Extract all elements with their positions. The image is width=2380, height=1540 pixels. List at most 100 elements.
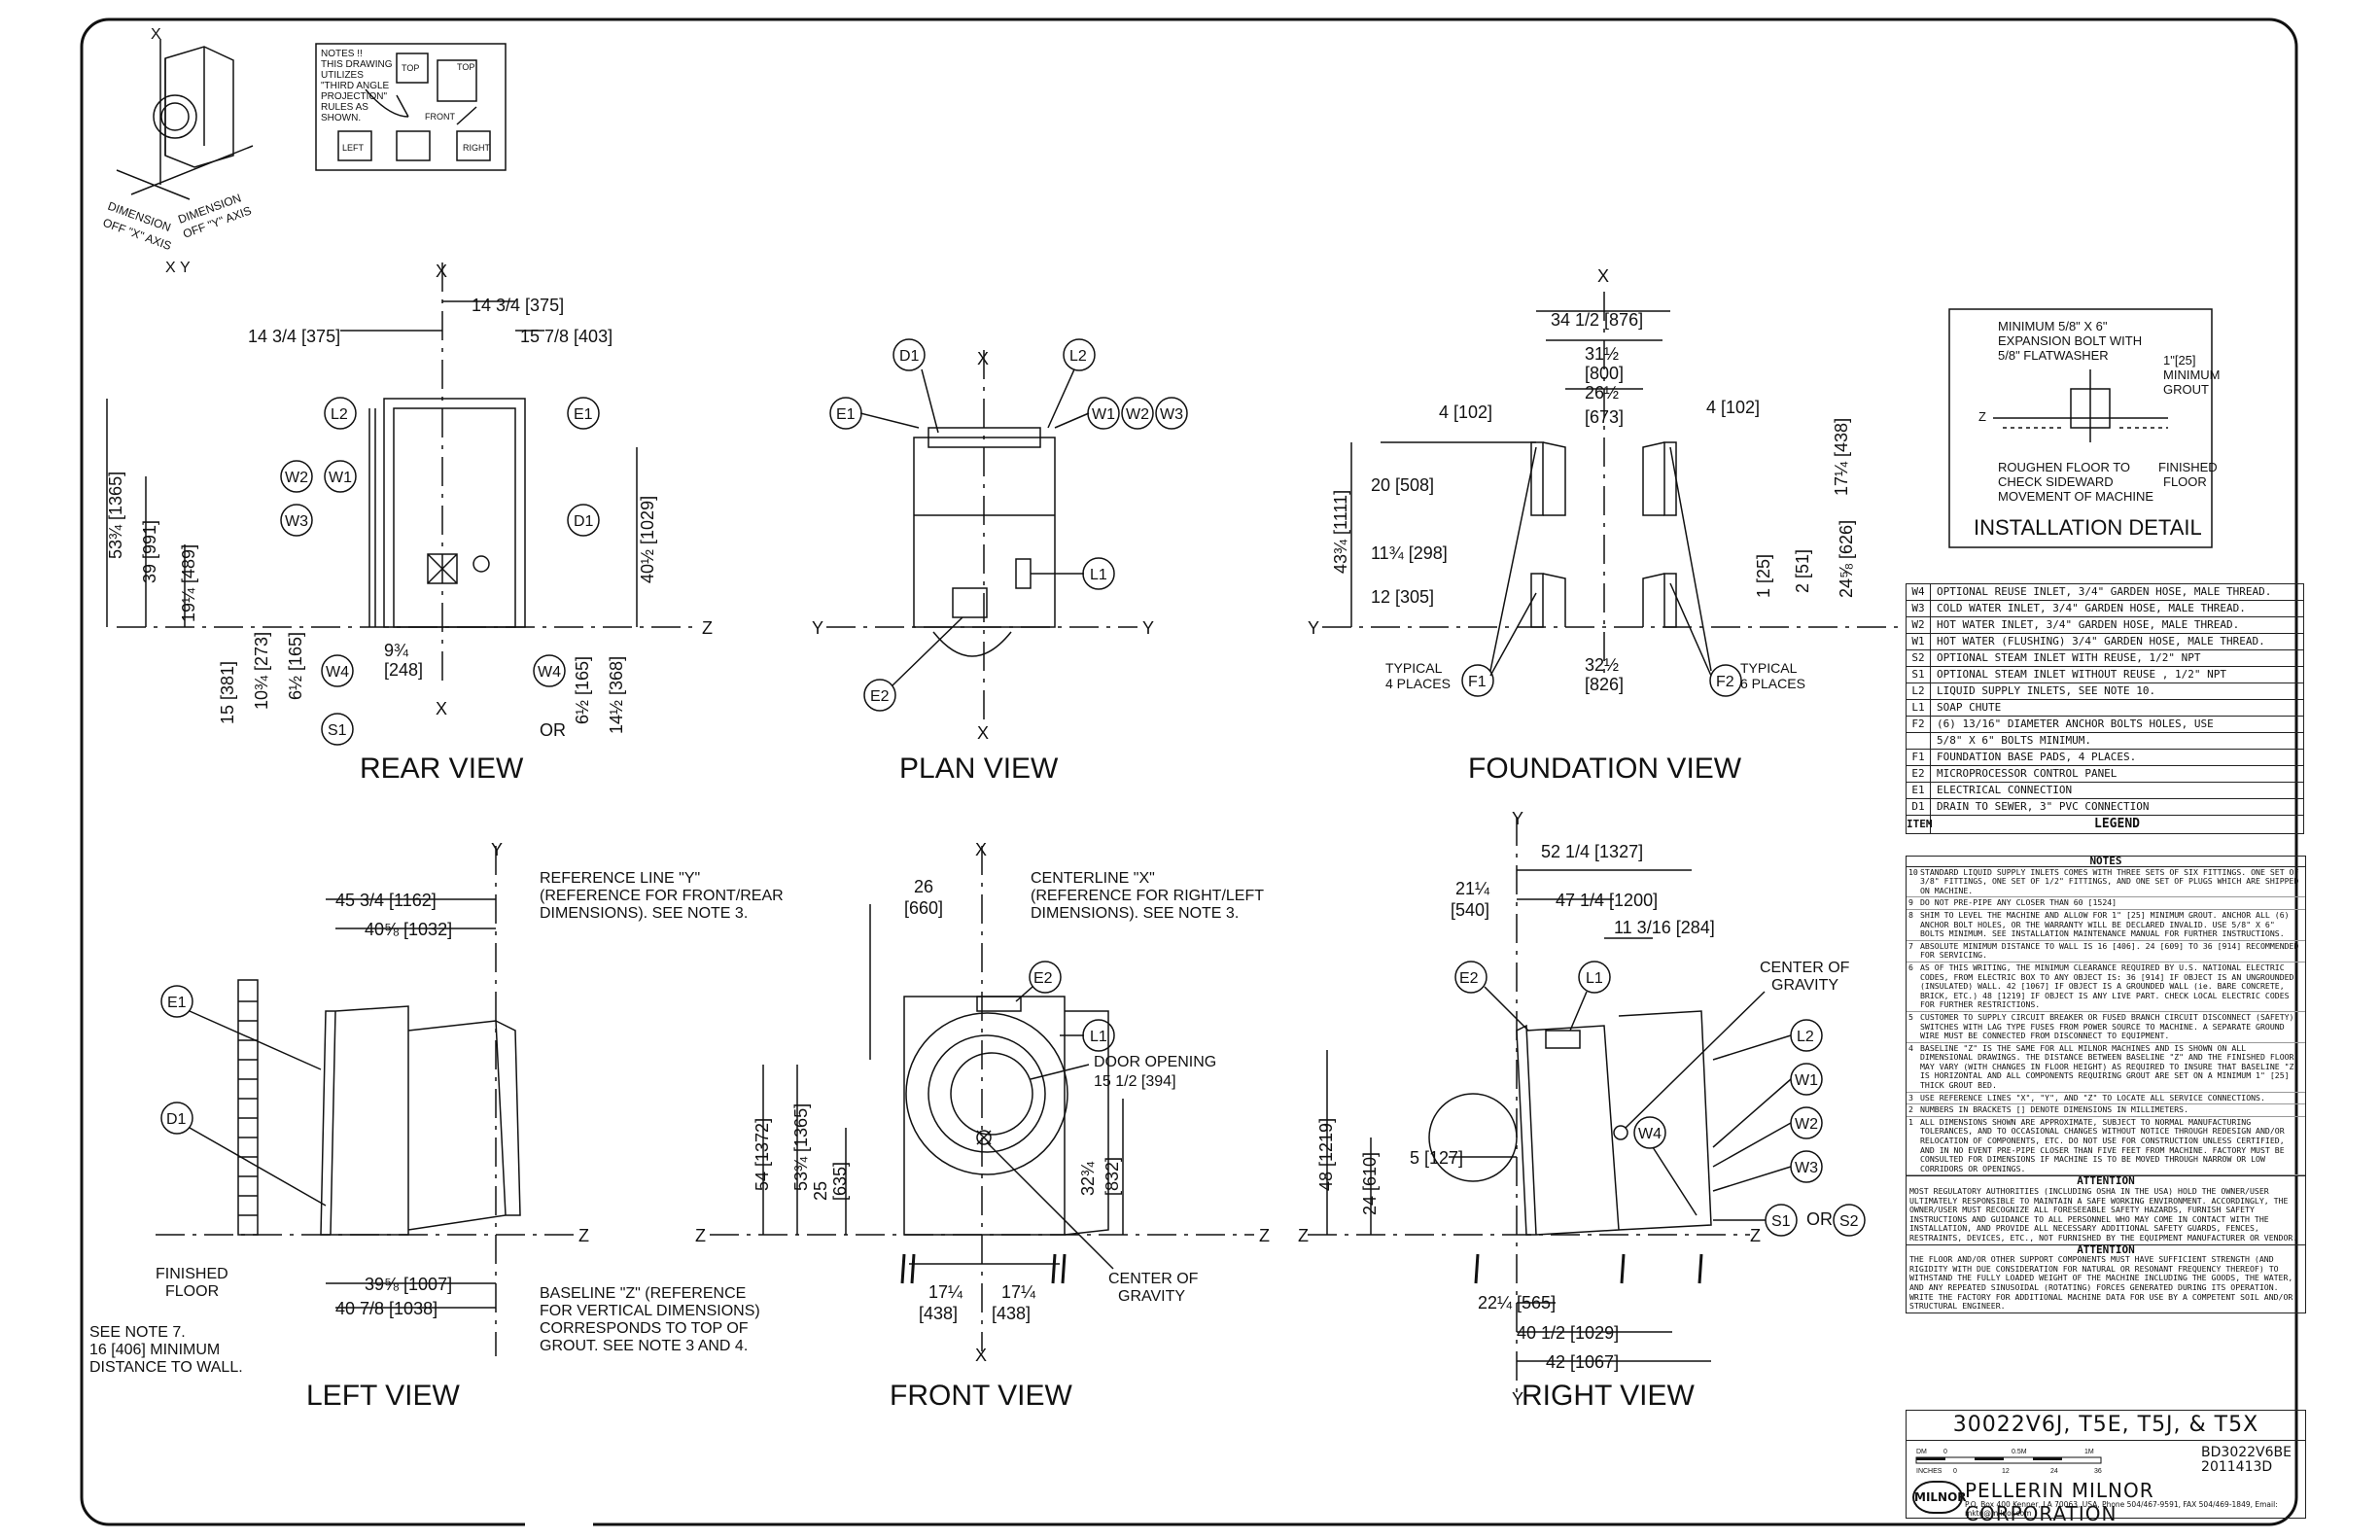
plan-callout-e2: E2 <box>870 688 890 705</box>
legend-row: S2 OPTIONAL STEAM INLET WITH REUSE, 1/2" … <box>1906 650 2304 667</box>
right-d-540: [540] <box>1451 900 1489 920</box>
right-z-left: Z <box>1298 1226 1309 1245</box>
iso-x: X <box>151 26 161 43</box>
proj-front: FRONT <box>425 112 455 122</box>
fnd-d-4a: 4 [102] <box>1439 402 1492 422</box>
attention-text-2: THE FLOOR AND/OR OTHER SUPPORT COMPONENT… <box>1909 1254 2293 1312</box>
front-door-0: DOOR OPENING <box>1094 1054 1216 1070</box>
plan-callout-l1: L1 <box>1090 567 1107 583</box>
scale-36: 36 <box>2094 1468 2102 1475</box>
drawing-code-2: 2011413D <box>2201 1459 2273 1475</box>
legend-key: S1 <box>1907 667 1931 682</box>
front-ref-x-1: (REFERENCE FOR RIGHT/LEFT <box>1031 888 1264 904</box>
scale-1m: 1M <box>2084 1449 2094 1455</box>
front-d-25: 25 <box>811 1181 830 1201</box>
plan-y-left: Y <box>812 618 823 638</box>
rear-d-612b: 6½ [165] <box>573 656 592 724</box>
note-number: 10 <box>1908 866 1918 877</box>
note-item: 5 CUSTOMER TO SUPPLY CIRCUIT BREAKER OR F… <box>1907 1012 2305 1043</box>
legend-key: L2 <box>1907 683 1931 699</box>
front-d-438b: [438] <box>992 1304 1031 1323</box>
right-view: Y Y Z Z 52 1/4 [1327] 21¼ [540] 47 1/4 [… <box>1298 809 1866 1412</box>
legend-key: S2 <box>1907 650 1931 666</box>
proj-line-6: SHOWN. <box>321 113 361 123</box>
scale-24: 24 <box>2050 1468 2058 1475</box>
callout-w2: W2 <box>285 470 308 486</box>
scale-inches: INCHES <box>1916 1468 1942 1475</box>
fnd-d-673: [673] <box>1585 407 1624 427</box>
front-baseline-1: FOR VERTICAL DIMENSIONS) <box>540 1303 760 1319</box>
left-d-4058: 40⅝ [1032] <box>365 920 452 939</box>
plan-callout-w1: W1 <box>1092 406 1115 423</box>
note-number: 1 <box>1908 1116 1913 1127</box>
note-text: BASELINE "Z" IS THE SAME FOR ALL MILNOR … <box>1920 1042 2299 1091</box>
note-text: ABSOLUTE MINIMUM DISTANCE TO WALL IS 16 … <box>1920 940 2299 961</box>
legend-key: F2 <box>1907 717 1931 732</box>
note-number: 5 <box>1908 1011 1913 1022</box>
front-x-bot: X <box>975 1346 987 1365</box>
right-d-5: 5 [127] <box>1410 1148 1463 1168</box>
rear-d-934: 9¾ <box>384 641 409 660</box>
front-d-660: [660] <box>904 898 943 918</box>
note-text: CUSTOMER TO SUPPLY CIRCUIT BREAKER OR FU… <box>1920 1011 2294 1041</box>
right-callout-w1: W1 <box>1795 1072 1818 1089</box>
left-finished-0: FINISHED <box>156 1266 228 1282</box>
note-number: 6 <box>1908 962 1913 972</box>
inst-rough-1: CHECK SIDEWARD <box>1998 474 2114 489</box>
callout-l2: L2 <box>331 406 348 423</box>
left-view: Y Z 45 3/4 [1162] 40⅝ [1032] 39⅝ [1007] … <box>89 840 784 1412</box>
fnd-d-2: 2 [51] <box>1793 549 1812 593</box>
note-text: ALL DIMENSIONS SHOWN ARE APPROXIMATE, SU… <box>1920 1116 2285 1173</box>
inst-finished-0: FINISHED <box>2158 460 2218 474</box>
company-address: P.O. Box 400 Kenner, LA 70063, USA, Phon… <box>1965 1500 2278 1518</box>
front-d-1714b: 17¼ <box>1001 1282 1036 1302</box>
note-text: DO NOT PRE-PIPE ANY CLOSER THAN 60 [1524… <box>1920 897 2118 908</box>
note-number: 8 <box>1908 909 1913 920</box>
legend-key: W2 <box>1907 617 1931 633</box>
title-block: 30022V6J, T5E, T5J, & T5X DM 0 0.5M 1M I… <box>1906 1410 2306 1525</box>
front-baseline-2: CORRESPONDS TO TOP OF <box>540 1320 749 1337</box>
rear-or: OR <box>540 720 566 740</box>
plan-x-bot: X <box>977 723 989 743</box>
right-view-title: RIGHT VIEW <box>1522 1380 1695 1412</box>
left-finished-1: FLOOR <box>165 1283 219 1300</box>
left-note7-1: 16 [406] MINIMUM <box>89 1342 220 1358</box>
installation-detail: MINIMUM 5/8" X 6" EXPANSION BOLT WITH 5/… <box>1948 308 2221 548</box>
note-number: 2 <box>1908 1104 1913 1115</box>
rear-d-5334: 53¾ [1365] <box>106 472 125 559</box>
fnd-d-3112: 31½ <box>1585 344 1619 364</box>
right-z-right: Z <box>1750 1226 1761 1245</box>
fnd-typical6: TYPICAL <box>1740 660 1798 676</box>
legend-text: FOUNDATION BASE PADS, 4 PLACES. <box>1937 751 2137 763</box>
iso-x-bottom: X <box>165 260 176 276</box>
legend-text: OPTIONAL STEAM INLET WITH REUSE, 1/2" NP… <box>1937 651 2201 664</box>
foundation-view: X Y 34 1/2 [876] 31½ [800] 26½ [673] 4 [… <box>1308 266 1906 785</box>
fnd-d-3412: 34 1/2 [876] <box>1551 310 1643 330</box>
front-d-5334: 53¾ [1365] <box>791 1103 811 1191</box>
legend-key: F1 <box>1907 750 1931 765</box>
rear-d-1412: 14½ [368] <box>607 656 626 734</box>
rear-x-bot: X <box>436 699 447 718</box>
fnd-y: Y <box>1308 618 1319 638</box>
legend-header-key: ITEM <box>1907 816 1933 833</box>
plan-view-title: PLAN VIEW <box>899 752 1059 785</box>
legend-text: DRAIN TO SEWER, 3" PVC CONNECTION <box>1937 800 2150 813</box>
left-ref-y-0: REFERENCE LINE "Y" <box>540 870 700 887</box>
legend-text: OPTIONAL REUSE INLET, 3/4" GARDEN HOSE, … <box>1937 585 2272 598</box>
inst-bolt-1: EXPANSION BOLT WITH <box>1998 333 2142 348</box>
right-callout-w4: W4 <box>1638 1126 1662 1142</box>
rear-z: Z <box>702 618 713 638</box>
legend-key: E2 <box>1907 766 1931 782</box>
rear-d-1434b: 14 3/4 [375] <box>472 296 564 315</box>
right-callout-w2: W2 <box>1795 1116 1818 1133</box>
proj-left: LEFT <box>342 143 365 153</box>
left-d-4078: 40 7/8 [1038] <box>335 1299 438 1318</box>
fnd-d-1: 1 [25] <box>1754 554 1773 598</box>
